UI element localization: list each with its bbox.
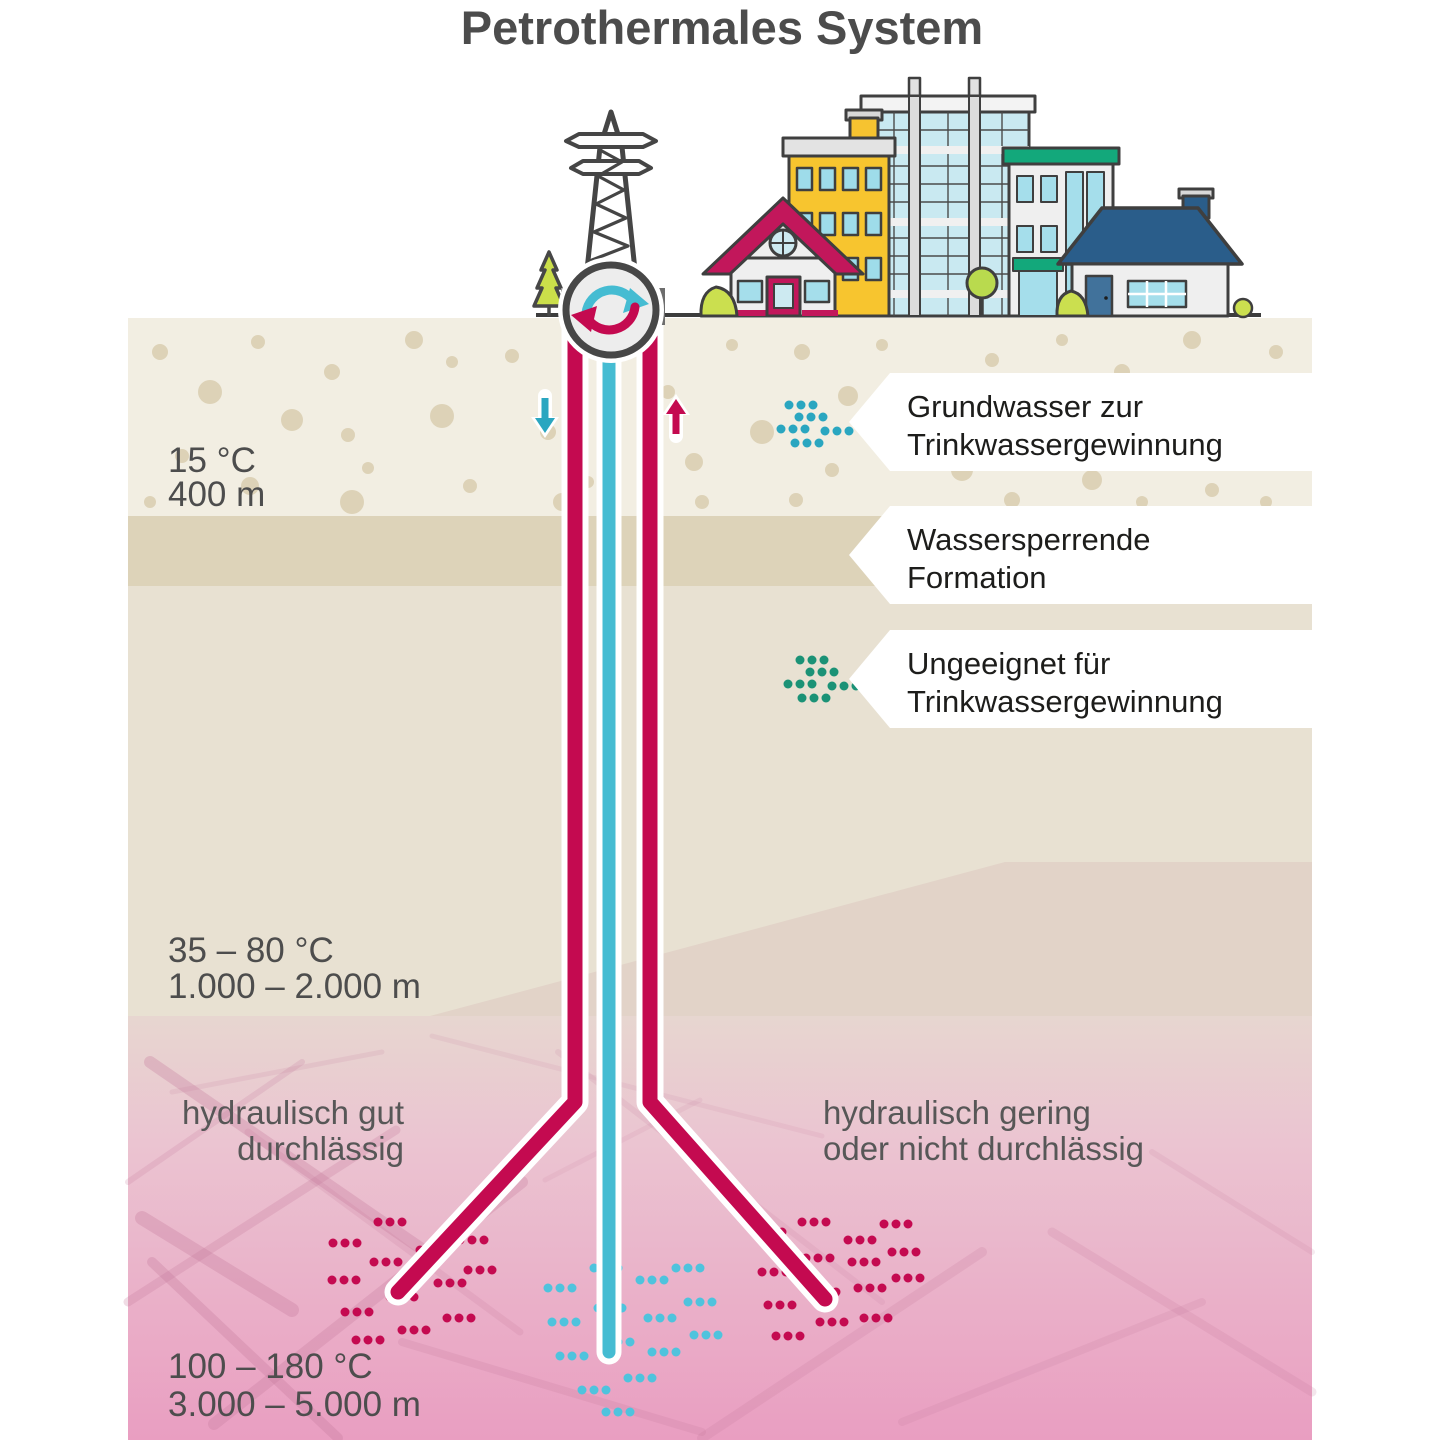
callout-arrow-box [849,373,1312,471]
production-well-left [390,314,583,1300]
suburban-house-icon [1056,187,1244,318]
city-illustration [699,76,1254,319]
conifer-tree-icon [532,250,566,316]
family-house-icon [701,196,865,318]
deep-rock-layer [128,1016,1312,1440]
cold-water-down-arrow-icon [531,389,559,438]
deep-depth-label: 3.000 – 5.000 m [168,1385,421,1424]
city-greenery [699,266,1254,319]
middle-depth-label: 1.000 – 2.000 m [168,967,421,1006]
bush-icon [699,285,739,318]
permeability-left-line2: durchlässig [237,1130,404,1167]
callout-arrow-box [849,630,1312,728]
underground-layers [123,318,1317,1440]
bush-icon [1232,297,1254,319]
callout-groundwater: Grundwasser zur Trinkwassergewinnung [849,373,1312,471]
callout-unsuitable: Ungeeignet für Trinkwassergewinnung [849,630,1312,728]
callout-arrow-box [849,506,1312,604]
middle-temperature-label: 35 – 80 °C [168,931,334,970]
hot-water-up-arrow-icon [662,394,690,443]
permeability-labels: hydraulisch gut durchlässig hydraulisch … [182,1094,1144,1167]
apartment-building-icon [781,108,897,318]
permeability-right-line2: oder nicht durchlässig [823,1130,1144,1167]
tree-icon [965,266,999,300]
permeability-left-line1: hydraulisch gut [182,1094,404,1131]
shallow-temperature-label: 15 °C [168,441,256,480]
callout-sealing-line2: Formation [907,560,1047,595]
callout-sealing-formation: Wassersperrende Formation [849,506,1312,604]
surface-scene [532,76,1261,363]
unsuitable-water-dots [783,655,861,703]
bush-icon [1055,289,1090,318]
flow-arrows [531,389,690,443]
callout-groundwater-line2: Trinkwassergewinnung [907,427,1223,462]
page-title: Petrothermales System [461,1,983,54]
callout-unsuitable-line1: Ungeeignet für [907,646,1110,681]
callout-groundwater-line1: Grundwasser zur [907,389,1143,424]
production-well-right [642,314,833,1307]
circulation-pump-icon [558,257,664,363]
deep-temperature-label: 100 – 180 °C [168,1347,373,1386]
wells [384,308,839,1365]
geothermal-plant [558,257,665,363]
permeability-right-line1: hydraulisch gering [823,1094,1091,1131]
depth-markers: 15 °C 400 m 35 – 80 °C 1.000 – 2.000 m 1… [168,441,421,1424]
groundwater-dots [776,400,854,448]
shallow-depth-label: 400 m [168,475,265,514]
callout-sealing-line1: Wassersperrende [907,522,1151,557]
callout-unsuitable-line2: Trinkwassergewinnung [907,684,1223,719]
